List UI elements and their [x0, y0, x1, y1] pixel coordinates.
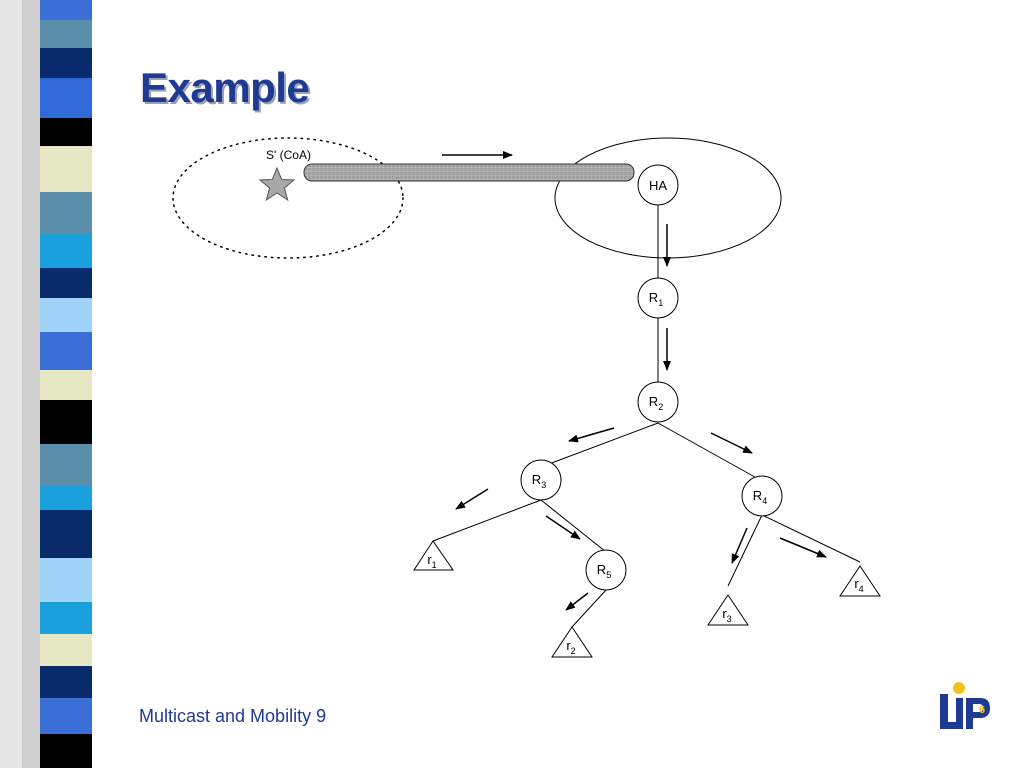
- node-r4-sub: 4: [762, 496, 767, 506]
- svg-text:6: 6: [979, 704, 985, 716]
- svg-text:R5: R5: [597, 562, 611, 580]
- svg-text:R4: R4: [753, 488, 767, 506]
- arrow-r3-r1: [455, 488, 489, 510]
- node-ha-label: HA: [649, 178, 667, 193]
- svg-text:r2: r2: [566, 638, 575, 656]
- node-r3-sub: 3: [541, 480, 546, 490]
- node-r2-sub: 2: [658, 402, 663, 412]
- arrow-r4-r4: [779, 537, 827, 558]
- node-r2: R2: [637, 381, 679, 423]
- source-star-icon: [258, 166, 296, 202]
- node-r3-label: R: [532, 472, 541, 487]
- foreign-network-ellipse: [172, 137, 404, 259]
- node-ha: HA: [637, 164, 679, 206]
- svg-text:r3: r3: [722, 606, 731, 624]
- node-r1: R1: [637, 277, 679, 319]
- node-r5-label: R: [597, 562, 606, 577]
- node-r4-label: R: [753, 488, 762, 503]
- receiver-r2-sub: 2: [571, 646, 576, 656]
- svg-text:R1: R1: [649, 290, 663, 308]
- receiver-r3: r3: [707, 594, 749, 626]
- tunnel: [303, 163, 635, 182]
- arrow-r2-r4: [710, 432, 753, 454]
- receiver-r2: r2: [551, 626, 593, 658]
- arrow-r2-r3: [568, 427, 615, 443]
- receiver-r3-sub: 3: [727, 614, 732, 624]
- svg-text:r1: r1: [427, 552, 436, 570]
- node-r4: R4: [741, 475, 783, 517]
- receiver-r1-sub: 1: [432, 560, 437, 570]
- svg-text:r4: r4: [854, 576, 863, 594]
- receiver-r1: r1: [413, 540, 454, 571]
- receiver-r4-label: r: [854, 576, 859, 591]
- slide-footer: Multicast and Mobility 9: [139, 706, 327, 726]
- arrow-r5-r2: [565, 592, 589, 611]
- receiver-r4: r4: [839, 565, 881, 597]
- node-r3: R3: [520, 459, 562, 501]
- svg-text:R2: R2: [649, 394, 663, 412]
- arrow-r3-r5: [545, 515, 581, 540]
- node-r1-label: R: [649, 290, 658, 305]
- receiver-r2-label: r: [566, 638, 571, 653]
- receiver-r3-label: r: [722, 606, 727, 621]
- tree-edges: [432, 205, 861, 628]
- multicast-diagram: S' (CoA) HA R1 R2 R3: [172, 137, 881, 658]
- lip6-logo-icon: 6: [940, 682, 990, 729]
- receiver-r1-label: r: [427, 552, 432, 567]
- arrow-r4-r3: [731, 527, 748, 564]
- decorative-stripe: [0, 0, 118, 768]
- node-r2-label: R: [649, 394, 658, 409]
- slide-title: Example: [140, 64, 310, 111]
- receiver-r4-sub: 4: [859, 584, 864, 594]
- source-label: S' (CoA): [266, 148, 311, 162]
- flow-arrows: [455, 224, 827, 611]
- node-r1-sub: 1: [658, 298, 663, 308]
- node-r5: R5: [585, 549, 627, 591]
- svg-text:R3: R3: [532, 472, 546, 490]
- stripe-blocks: [40, 0, 92, 768]
- node-r5-sub: 5: [606, 570, 611, 580]
